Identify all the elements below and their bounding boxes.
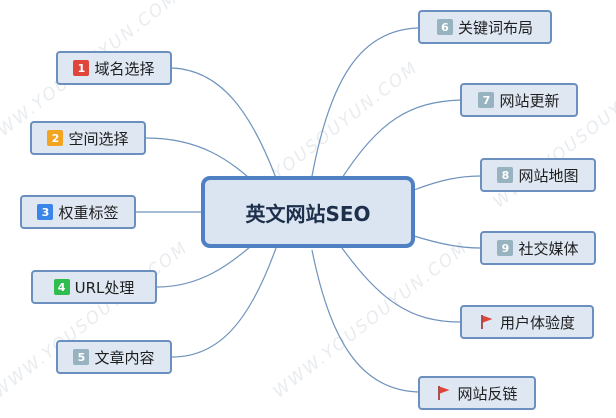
link-5	[171, 247, 277, 358]
branch-label: 空间选择	[68, 129, 129, 148]
branch-weight-tags[interactable]: 3 权重标签	[20, 195, 136, 229]
branch-hosting-selection[interactable]: 2 空间选择	[30, 121, 146, 155]
link-10	[341, 247, 461, 323]
number-badge: 7	[478, 92, 495, 108]
branch-site-updates[interactable]: 7 网站更新	[460, 83, 578, 117]
branch-label: 关键词布局	[457, 18, 533, 37]
number-badge: 1	[73, 60, 90, 76]
branch-url-handling[interactable]: 4 URL处理	[31, 270, 157, 304]
branch-label: 域名选择	[94, 59, 155, 78]
link-8	[413, 175, 481, 191]
branch-domain-selection[interactable]: 1 域名选择	[56, 51, 172, 85]
branch-label: 网站反链	[457, 384, 518, 403]
flag-icon	[438, 386, 450, 400]
branch-label: 用户体验度	[499, 313, 575, 332]
branch-label: URL处理	[74, 278, 135, 297]
link-1	[171, 67, 277, 179]
number-badge: 5	[73, 349, 90, 365]
branch-label: 文章内容	[94, 348, 155, 367]
branch-user-experience[interactable]: 用户体验度	[460, 305, 594, 339]
number-badge: 6	[436, 19, 453, 35]
number-badge: 8	[497, 167, 514, 183]
link-9	[413, 235, 481, 249]
branch-label: 权重标签	[58, 203, 119, 222]
branch-social-media[interactable]: 9 社交媒体	[480, 231, 596, 265]
number-badge: 9	[497, 240, 514, 256]
central-topic-label: 英文网站SEO	[245, 201, 371, 226]
central-topic[interactable]: 英文网站SEO	[201, 176, 415, 248]
branch-article-content[interactable]: 5 文章内容	[56, 340, 172, 374]
link-7	[341, 99, 461, 179]
link-6	[311, 27, 419, 177]
branch-label: 网站更新	[499, 91, 560, 110]
number-badge: 3	[37, 204, 54, 220]
branch-label: 网站地图	[518, 166, 579, 185]
branch-label: 社交媒体	[518, 239, 579, 258]
number-badge: 2	[47, 130, 64, 146]
link-11	[311, 249, 419, 393]
flag-icon	[481, 315, 493, 329]
branch-sitemap[interactable]: 8 网站地图	[480, 158, 596, 192]
number-badge: 4	[53, 279, 70, 295]
branch-backlinks[interactable]: 网站反链	[418, 376, 536, 410]
branch-keyword-layout[interactable]: 6 关键词布局	[418, 10, 552, 44]
